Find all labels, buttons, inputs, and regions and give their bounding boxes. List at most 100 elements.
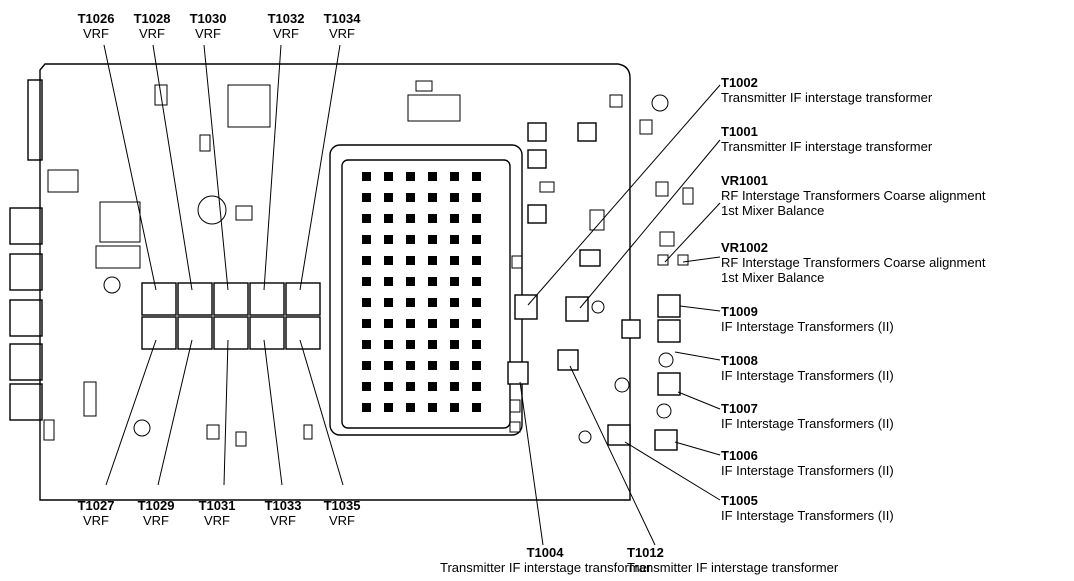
smd-component: [472, 235, 481, 244]
label-desc: IF Interstage Transformers (II): [721, 368, 894, 383]
smd-component: [406, 172, 415, 181]
label-desc: VRF: [270, 513, 296, 528]
smd-component: [362, 340, 371, 349]
label-t1034: T1034 VRF: [309, 11, 375, 41]
right-transformer-blocks: [507, 122, 681, 451]
label-desc: VRF: [329, 26, 355, 41]
label-t1001: T1001 Transmitter IF interstage transfor…: [721, 124, 932, 154]
smd-component: [450, 298, 459, 307]
label-id: T1006: [721, 448, 758, 463]
label-desc: VRF: [273, 26, 299, 41]
label-vr1002: VR1002 RF Interstage Transformers Coarse…: [721, 240, 985, 285]
label-t1029: T1029 VRF: [123, 498, 189, 528]
label-desc: IF Interstage Transformers (II): [721, 508, 894, 523]
smd-component: [428, 382, 437, 391]
smd-component: [472, 256, 481, 265]
label-id: VR1001: [721, 173, 768, 188]
label-id: T1031: [198, 498, 236, 513]
smd-component: [362, 319, 371, 328]
label-desc: IF Interstage Transformers (II): [721, 416, 894, 431]
label-t1033: T1033 VRF: [250, 498, 316, 528]
smd-component: [472, 382, 481, 391]
label-id: T1035: [323, 498, 361, 513]
label-desc: VRF: [143, 513, 169, 528]
label-desc: VRF: [195, 26, 221, 41]
vrf-transformer-blocks: [141, 282, 321, 350]
smd-component: [384, 193, 393, 202]
smd-component: [472, 298, 481, 307]
label-desc-2: 1st Mixer Balance: [721, 270, 825, 285]
smd-component: [384, 256, 393, 265]
label-desc: VRF: [139, 26, 165, 41]
label-id: T1012: [627, 545, 664, 560]
label-t1030: T1030 VRF: [175, 11, 241, 41]
smd-component: [428, 256, 437, 265]
label-desc: IF Interstage Transformers (II): [721, 463, 894, 478]
smd-component: [406, 193, 415, 202]
label-id: T1028: [133, 11, 171, 26]
label-desc: Transmitter IF interstage transformer: [721, 139, 933, 154]
label-id: VR1002: [721, 240, 768, 255]
label-desc-2: 1st Mixer Balance: [721, 203, 825, 218]
smd-component: [384, 235, 393, 244]
smd-component: [450, 235, 459, 244]
label-desc: Transmitter IF interstage transformer: [721, 90, 933, 105]
label-t1007: T1007 IF Interstage Transformers (II): [721, 401, 894, 431]
label-desc: Transmitter IF interstage transformer: [627, 560, 839, 575]
smd-component: [362, 361, 371, 370]
smd-component: [472, 193, 481, 202]
label-desc: VRF: [83, 513, 109, 528]
label-id: T1033: [264, 498, 302, 513]
label-t1026: T1026 VRF: [63, 11, 129, 41]
smd-component: [472, 340, 481, 349]
label-t1027: T1027 VRF: [63, 498, 129, 528]
label-t1008: T1008 IF Interstage Transformers (II): [721, 353, 894, 383]
label-desc: RF Interstage Transformers Coarse alignm…: [721, 255, 986, 270]
small-components: [43, 80, 694, 447]
smd-component: [450, 361, 459, 370]
label-id: T1009: [721, 304, 758, 319]
smd-component: [406, 298, 415, 307]
pcb-outline: [39, 63, 631, 501]
label-t1031: T1031 VRF: [184, 498, 250, 528]
smd-component: [384, 214, 393, 223]
smd-component: [406, 214, 415, 223]
label-t1004: T1004 Transmitter IF interstage transfor…: [440, 545, 651, 575]
label-id: T1005: [721, 493, 758, 508]
label-id: T1004: [526, 545, 564, 560]
smd-component: [362, 256, 371, 265]
label-t1005: T1005 IF Interstage Transformers (II): [721, 493, 894, 523]
smd-component: [362, 277, 371, 286]
smd-component: [362, 403, 371, 412]
smd-component: [428, 235, 437, 244]
label-id: T1032: [267, 11, 305, 26]
smd-component: [384, 382, 393, 391]
smd-component: [428, 319, 437, 328]
smd-component: [384, 361, 393, 370]
smd-component: [428, 340, 437, 349]
label-id: T1001: [721, 124, 758, 139]
smd-component: [406, 256, 415, 265]
label-t1002: T1002 Transmitter IF interstage transfor…: [721, 75, 932, 105]
smd-component: [428, 361, 437, 370]
label-t1009: T1009 IF Interstage Transformers (II): [721, 304, 894, 334]
smd-component: [362, 193, 371, 202]
label-t1035: T1035 VRF: [309, 498, 375, 528]
smd-component: [450, 382, 459, 391]
label-id: T1027: [77, 498, 115, 513]
smd-component: [362, 382, 371, 391]
smd-component: [406, 319, 415, 328]
smd-component: [472, 319, 481, 328]
label-t1006: T1006 IF Interstage Transformers (II): [721, 448, 894, 478]
smd-component: [428, 172, 437, 181]
label-desc: VRF: [83, 26, 109, 41]
smd-component: [450, 340, 459, 349]
label-desc: IF Interstage Transformers (II): [721, 319, 894, 334]
label-t1028: T1028 VRF: [119, 11, 185, 41]
smd-component: [384, 172, 393, 181]
label-id: T1029: [137, 498, 175, 513]
label-id: T1026: [77, 11, 115, 26]
smd-component: [450, 193, 459, 202]
smd-component: [384, 340, 393, 349]
